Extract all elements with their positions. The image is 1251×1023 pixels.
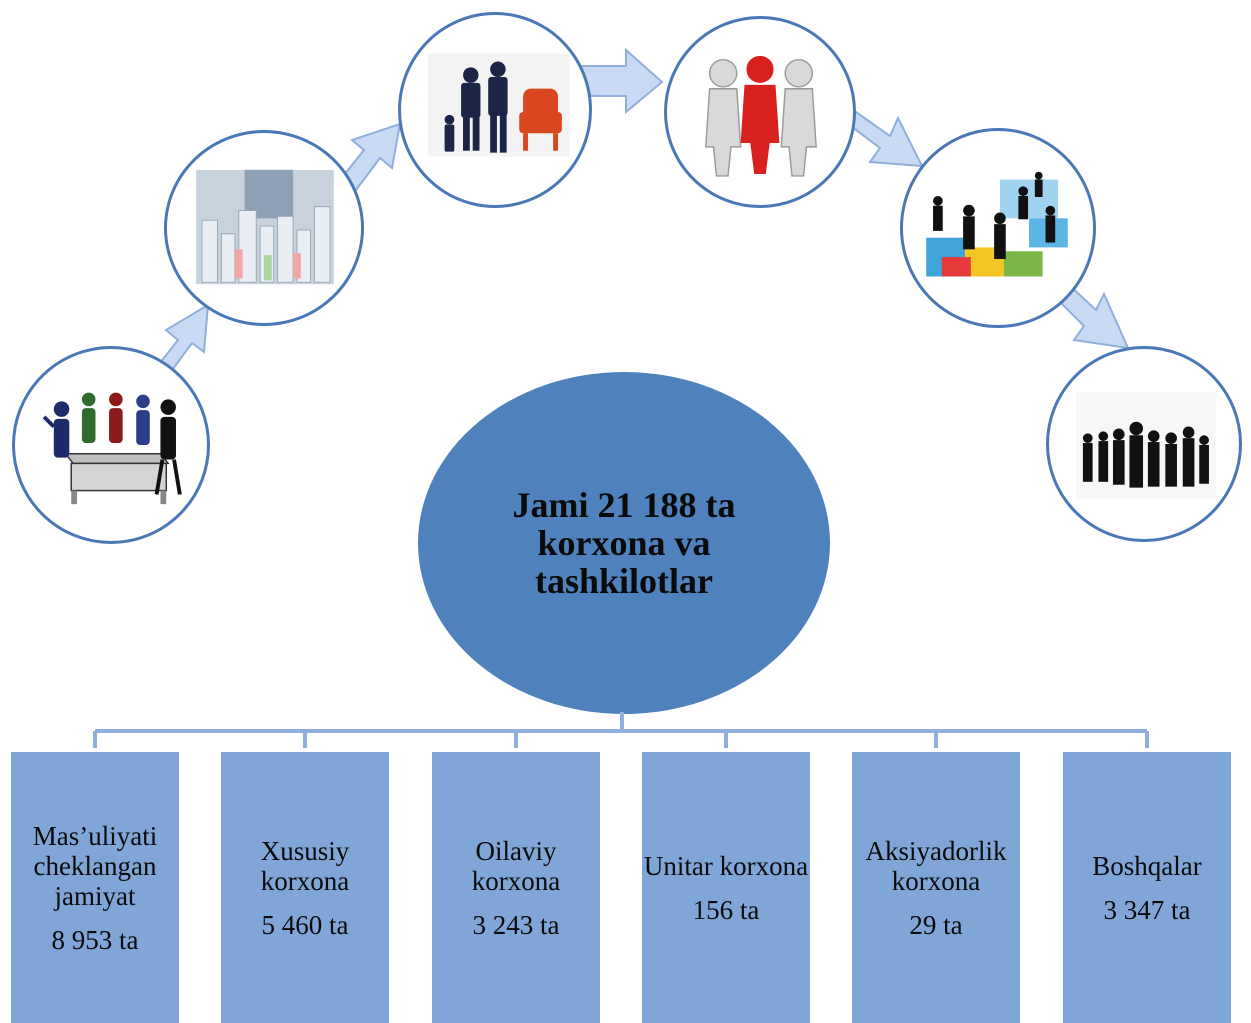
total-enterprises-ellipse: Jami 21 188 ta korxona va tashkilotlar [418,372,830,714]
stage-circle-1 [12,346,210,544]
business-city-icon [196,169,334,285]
category-connector-lines [93,712,1149,748]
total-enterprises-title: Jami 21 188 ta korxona va tashkilotlar [512,485,736,601]
category-box-private: Xususiy korxona 5 460 ta [221,752,389,1023]
category-box-joint-stock: Aksiyadorlik korxona 29 ta [852,752,1020,1023]
stage-circle-2 [164,130,364,326]
category-box-llc: Mas’uliyati cheklangan jamiyat 8 953 ta [11,752,179,1023]
category-label: Aksiyadorlik korxona [865,835,1007,896]
category-label: Mas’uliyati cheklangan jamiyat [32,820,158,911]
category-box-family: Oilaviy korxona 3 243 ta [432,752,600,1023]
category-label: Xususiy korxona [260,835,350,896]
stage-circle-5 [900,128,1096,328]
category-box-unitary: Unitar korxona 156 ta [642,752,810,1023]
puzzle-team-icon [926,171,1068,277]
category-value: 3 243 ta [472,909,560,940]
category-value: 5 460 ta [261,909,349,940]
category-value: 29 ta [909,909,963,940]
partnership-figures-icon [704,55,817,177]
flow-arrow-5 [1056,282,1130,350]
category-value: 3 347 ta [1103,894,1191,925]
flow-arrow-2 [338,122,402,192]
category-label: Oilaviy korxona [471,835,561,896]
stage-circle-4 [664,16,856,208]
stage-circle-6 [1046,346,1242,542]
category-label: Unitar korxona [643,850,809,881]
family-business-icon [428,53,570,157]
meeting-table-icon [42,392,182,505]
category-value: 156 ta [692,894,760,925]
category-value: 8 953 ta [51,924,139,955]
crowd-silhouette-icon [1076,391,1216,499]
category-label: Boshqalar [1092,850,1202,881]
stage-circle-3 [398,12,592,208]
category-box-others: Boshqalar 3 347 ta [1063,752,1231,1023]
